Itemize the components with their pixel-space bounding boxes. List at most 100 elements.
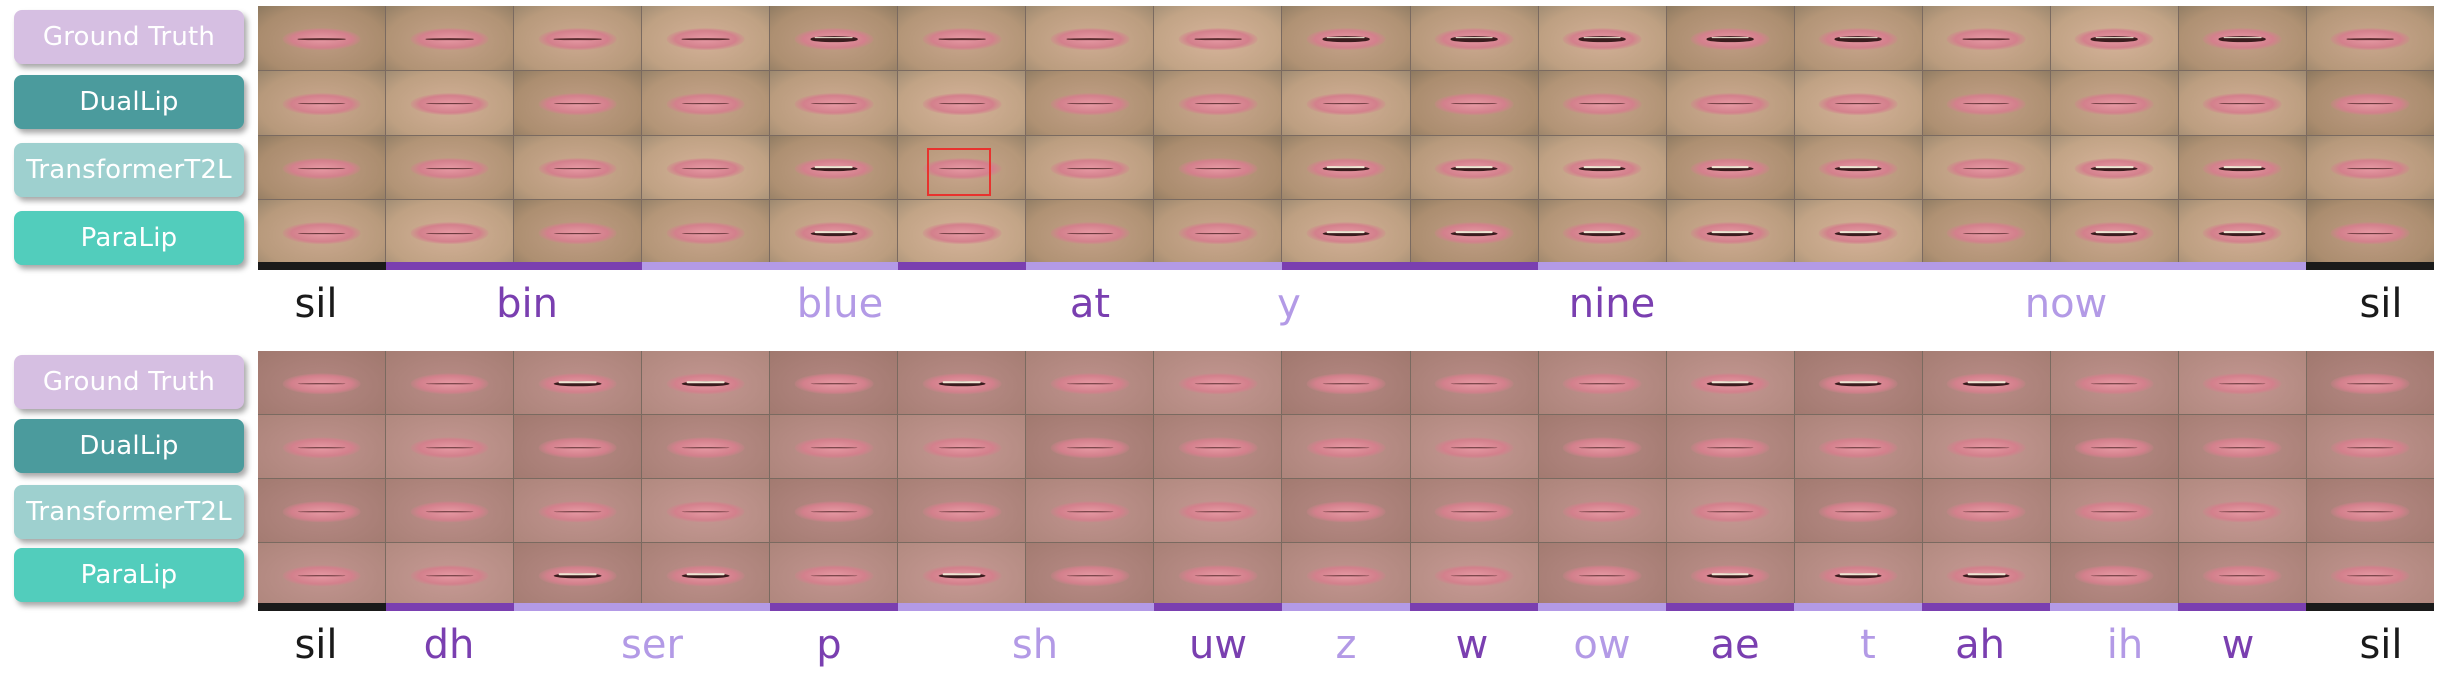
mouth xyxy=(1434,373,1514,395)
lip-frame xyxy=(258,70,386,135)
lip-frame xyxy=(1154,415,1282,478)
mouth xyxy=(1818,565,1898,587)
lip-frame xyxy=(770,6,898,70)
lip-frame xyxy=(1410,351,1538,414)
lip-frame xyxy=(1666,200,1794,264)
phoneme-label: at xyxy=(1069,281,1111,327)
label-ground-truth: Ground Truth xyxy=(14,355,244,409)
mouth xyxy=(1178,157,1258,180)
lip-frame xyxy=(898,200,1026,264)
lip-frame xyxy=(1282,543,1410,606)
mouth xyxy=(922,93,1002,115)
mouth xyxy=(2203,28,2282,50)
mouth xyxy=(1562,222,1642,245)
lip-frame xyxy=(2306,415,2434,478)
lip-frame xyxy=(642,415,770,478)
lip-frame xyxy=(2178,200,2306,264)
mouth xyxy=(2203,373,2282,395)
mouth xyxy=(2331,437,2410,459)
lip-frame xyxy=(1410,200,1538,264)
mouth xyxy=(1690,501,1770,523)
lip-frame xyxy=(770,135,898,200)
mouth xyxy=(1690,28,1770,50)
lip-frame xyxy=(1538,543,1666,606)
lip-frame xyxy=(1666,70,1794,135)
mouth xyxy=(1562,501,1642,523)
lip-frame xyxy=(1154,200,1282,264)
mouth xyxy=(666,222,746,245)
lip-frame xyxy=(1538,479,1666,542)
mouth xyxy=(1434,501,1514,523)
lip-frame xyxy=(642,6,770,70)
top-frame-grid xyxy=(258,6,2434,264)
lip-frame xyxy=(1538,200,1666,264)
mouth xyxy=(282,437,361,459)
lip-frame xyxy=(1410,135,1538,200)
lip-frame xyxy=(258,543,386,606)
mouth xyxy=(1818,437,1898,459)
lip-frame xyxy=(386,135,514,200)
mouth xyxy=(1178,222,1258,245)
mouth xyxy=(1818,373,1898,395)
lip-frame xyxy=(1922,6,2050,70)
label-paralip: ParaLip xyxy=(14,548,244,602)
phoneme-label: ae xyxy=(1710,622,1760,668)
mouth xyxy=(2074,501,2154,523)
mouth xyxy=(922,437,1002,459)
lip-frame xyxy=(1666,135,1794,200)
top-comparison-panel: Ground Truth DualLip TransformerT2L Para… xyxy=(14,6,2434,327)
lip-frame xyxy=(514,70,642,135)
phoneme-segment xyxy=(1922,603,2050,611)
mouth xyxy=(794,565,874,587)
lip-frame xyxy=(258,351,386,414)
lip-frame xyxy=(770,351,898,414)
lip-frame xyxy=(898,135,1026,200)
lip-frame xyxy=(1666,351,1794,414)
mouth xyxy=(2331,565,2410,587)
mouth xyxy=(1562,565,1642,587)
lip-frame xyxy=(386,200,514,264)
lip-frame xyxy=(898,70,1026,135)
phoneme-segment xyxy=(386,262,642,270)
lip-frame xyxy=(1026,200,1154,264)
mouth xyxy=(1690,157,1770,180)
lip-frame xyxy=(1026,479,1154,542)
lip-frame xyxy=(642,200,770,264)
mouth xyxy=(1178,28,1258,50)
mouth xyxy=(1818,157,1898,180)
lip-frame xyxy=(1282,479,1410,542)
lip-frame xyxy=(514,6,642,70)
phoneme-label: ow xyxy=(1573,622,1631,668)
mouth xyxy=(2203,437,2282,459)
mouth xyxy=(282,93,361,115)
label-duallip: DualLip xyxy=(14,75,244,129)
phoneme-label: sil xyxy=(294,281,338,327)
mouth xyxy=(282,157,361,180)
phoneme-segment xyxy=(898,262,1026,270)
lip-frame xyxy=(1282,70,1410,135)
lip-frame xyxy=(2050,351,2178,414)
phoneme-label: sil xyxy=(2359,281,2403,327)
lip-frame xyxy=(642,135,770,200)
mouth xyxy=(1818,93,1898,115)
phoneme-segment xyxy=(1794,603,1922,611)
mouth xyxy=(1306,565,1386,587)
lip-frame xyxy=(1026,70,1154,135)
mouth xyxy=(2074,437,2154,459)
mouth xyxy=(1050,501,1130,523)
lip-frame xyxy=(642,543,770,606)
mouth xyxy=(1050,157,1130,180)
lip-frame xyxy=(1666,6,1794,70)
lip-frame xyxy=(2178,70,2306,135)
mouth xyxy=(1050,28,1130,50)
mouth xyxy=(794,157,874,180)
lip-frame xyxy=(2306,351,2434,414)
mouth xyxy=(1050,565,1130,587)
lip-frame xyxy=(386,479,514,542)
lip-frame xyxy=(642,479,770,542)
mouth xyxy=(1946,501,2026,523)
lip-frame xyxy=(898,6,1026,70)
lip-frame xyxy=(386,543,514,606)
label-paralip: ParaLip xyxy=(14,211,244,265)
lip-frame xyxy=(1410,6,1538,70)
